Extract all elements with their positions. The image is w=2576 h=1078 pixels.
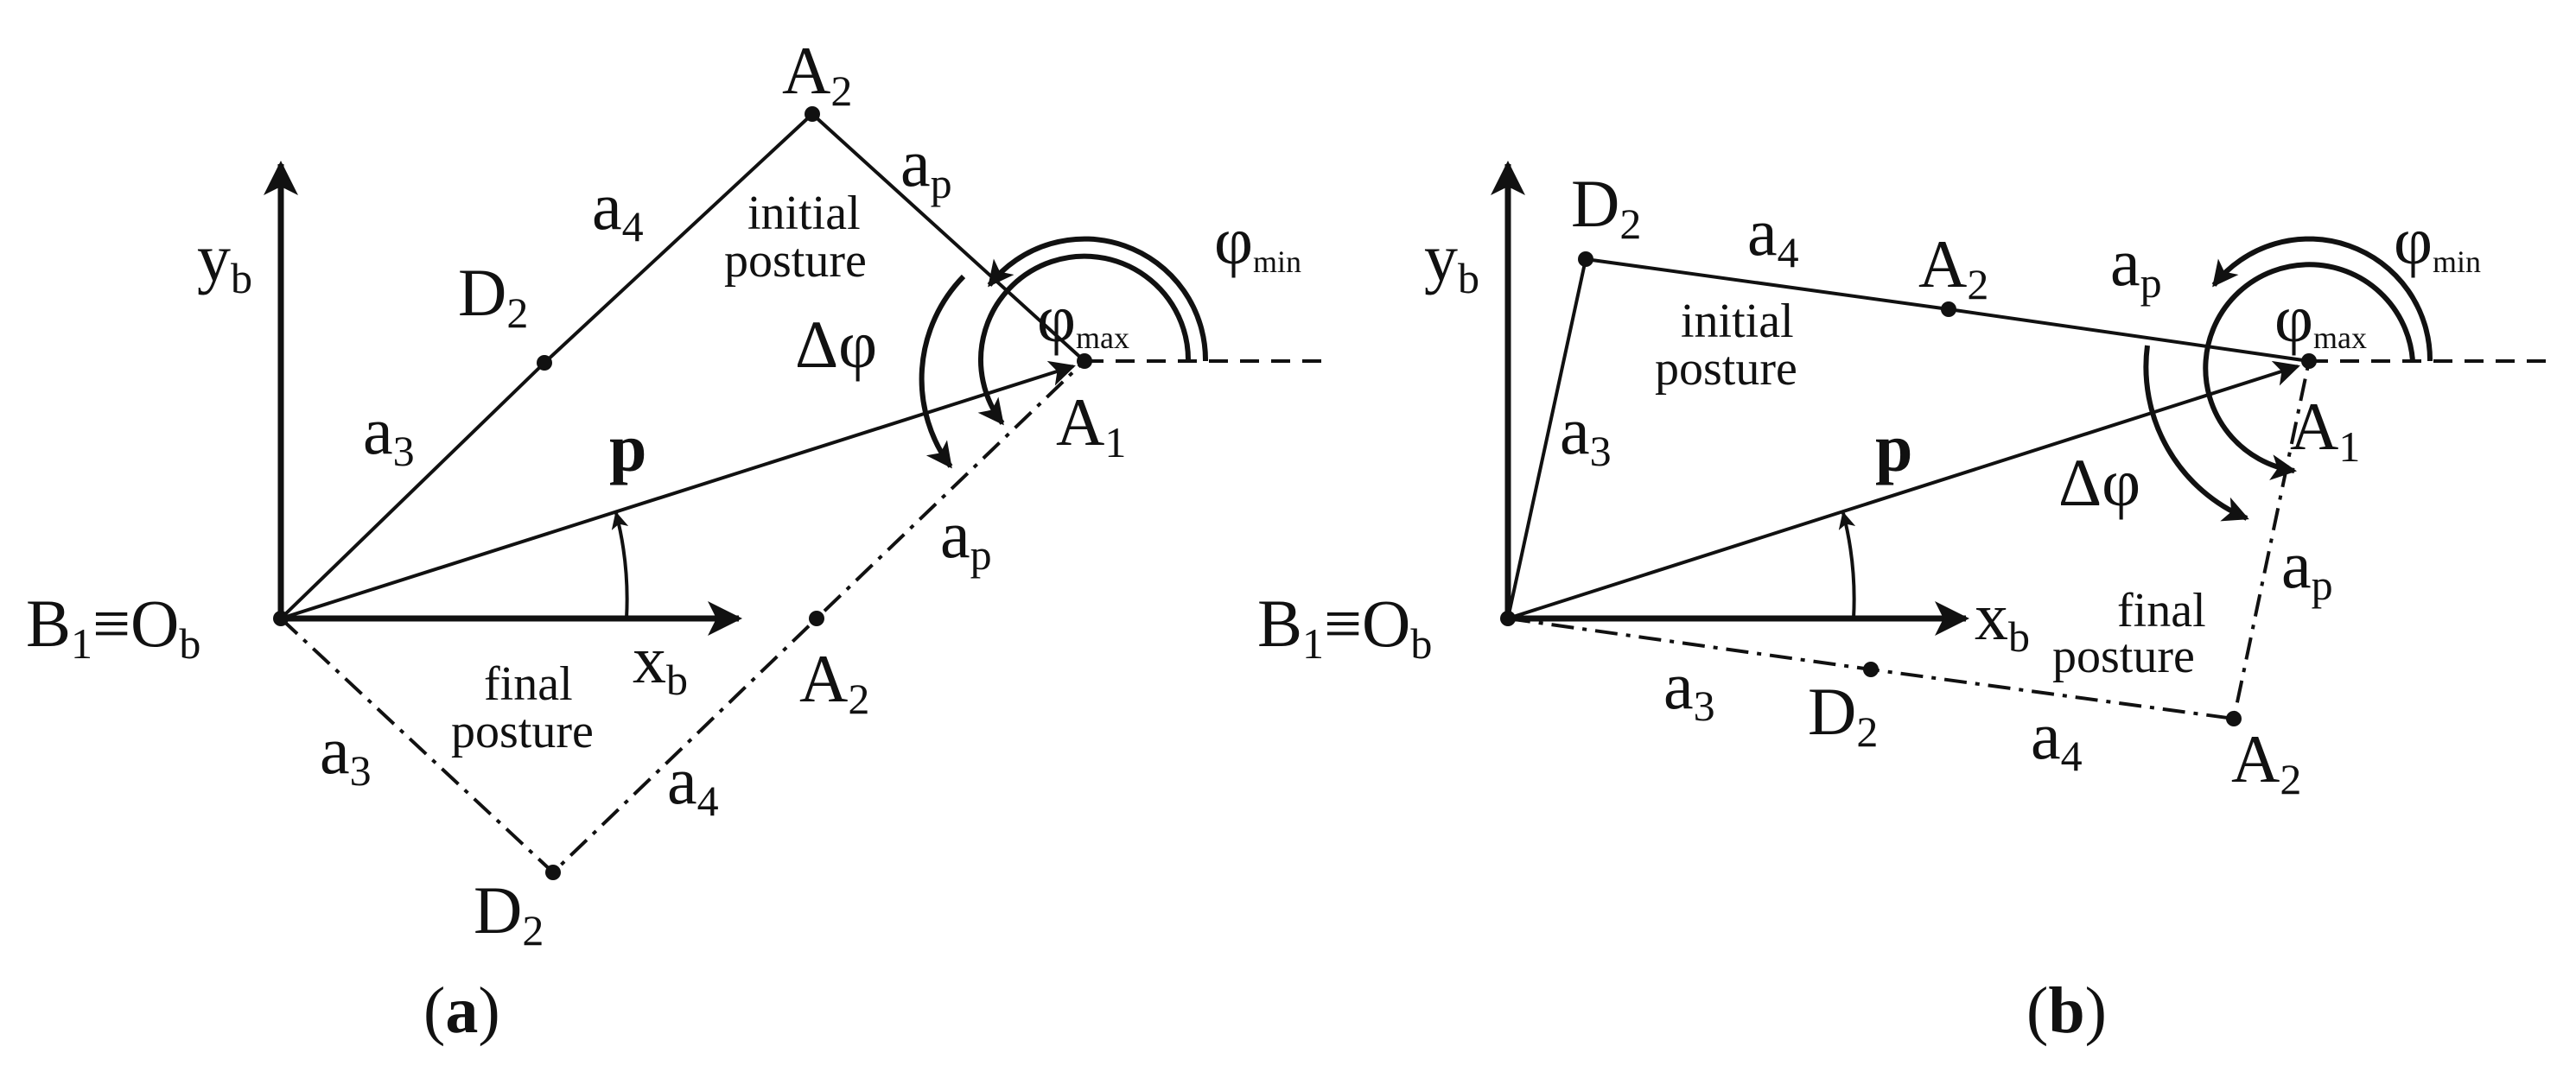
vector-p <box>280 360 1076 620</box>
final-posture-links <box>1507 360 2311 721</box>
label-a3-bottom: a3 <box>320 713 372 795</box>
joint-A2-top-dot <box>805 106 820 122</box>
label-xb: xb <box>1975 579 2030 661</box>
label-delta-phi: Δφ <box>2058 445 2140 520</box>
label-ap-top: ap <box>900 125 952 207</box>
label-A1: A1 <box>2290 389 2360 471</box>
vector-p <box>1507 360 2300 620</box>
label-final-posture-2: posture <box>451 705 594 758</box>
caption-b: (b) <box>2026 974 2107 1047</box>
joint-A2-bottom-dot <box>2226 711 2242 726</box>
label-D2-top: D2 <box>1571 166 1641 248</box>
final-posture-links <box>279 359 1086 875</box>
label-phi-max: φmax <box>2274 281 2367 356</box>
label-a4-top: a4 <box>1747 194 1799 276</box>
joint-A1-dot <box>2301 353 2317 369</box>
joint-D2-bottom-dot <box>545 865 561 880</box>
label-A2-top: A2 <box>1918 226 1988 308</box>
delta-phi-arc <box>919 274 966 469</box>
label-phi-min: φmin <box>1214 203 1301 279</box>
label-initial-posture-1: initial <box>747 187 861 240</box>
label-a4-bottom: a4 <box>2031 698 2083 780</box>
phi-max-arc <box>2203 262 2415 480</box>
label-phi-max: φmax <box>1037 281 1129 356</box>
label-p: p <box>1875 410 1912 485</box>
label-a4-top: a4 <box>592 168 644 250</box>
p-angle-arc <box>611 511 629 619</box>
label-delta-phi: Δφ <box>795 307 877 382</box>
origin-dot <box>1500 611 1516 626</box>
label-A1: A1 <box>1056 384 1126 466</box>
label-origin: B1≡Ob <box>26 586 200 668</box>
label-xb: xb <box>633 622 688 704</box>
p-angle-arc <box>1838 511 1856 619</box>
label-yb: yb <box>197 220 252 302</box>
label-final-posture-1: final <box>2117 584 2206 637</box>
label-final-posture-1: final <box>484 657 573 711</box>
joint-D2-top-dot <box>1578 251 1593 267</box>
joint-D2-bottom-dot <box>1863 662 1879 677</box>
label-origin: B1≡Ob <box>1257 586 1432 668</box>
joint-A2-top-dot <box>1941 301 1956 317</box>
phi-min-arc <box>2211 236 2433 362</box>
label-D2-bottom: D2 <box>1808 674 1878 756</box>
label-A2-bottom: A2 <box>2231 721 2301 803</box>
caption-a: (a) <box>423 974 500 1047</box>
label-ap-top: ap <box>2110 225 2162 307</box>
label-initial-posture-2: posture <box>724 234 867 288</box>
label-p: p <box>609 410 646 485</box>
label-a3-bottom: a3 <box>1663 648 1715 730</box>
label-A2-top: A2 <box>782 33 852 115</box>
label-D2-top: D2 <box>458 255 528 337</box>
label-D2-bottom: D2 <box>474 872 544 954</box>
phi-min-arc <box>987 236 1209 362</box>
panel-b: yb D2 a4 A2 ap φmin φmax initial posture… <box>1257 161 2554 1047</box>
panel-a: yb A2 a4 ap initial posture D2 a3 p φmin… <box>26 33 1326 1047</box>
joint-A1-dot <box>1077 353 1092 369</box>
initial-posture-links <box>279 111 1086 620</box>
label-a3-top: a3 <box>363 393 415 475</box>
label-ap-bottom: ap <box>2281 527 2333 609</box>
label-a4-bottom: a4 <box>667 743 719 825</box>
label-ap-bottom: ap <box>940 497 992 579</box>
label-a3-top: a3 <box>1560 393 1612 475</box>
label-final-posture-2: posture <box>2052 630 2195 683</box>
initial-posture-links <box>1506 257 2310 619</box>
label-phi-min: φmin <box>2394 203 2481 279</box>
label-initial-posture-2: posture <box>1655 342 1797 396</box>
phi-max-arc <box>977 253 1192 426</box>
joint-A2-bottom-dot <box>809 611 824 626</box>
label-A2-bottom: A2 <box>799 641 869 723</box>
label-initial-posture-1: initial <box>1681 295 1794 348</box>
label-yb: yb <box>1424 220 1479 302</box>
delta-phi-arc <box>2143 345 2249 522</box>
joint-D2-top-dot <box>537 355 552 371</box>
origin-dot <box>273 611 289 626</box>
